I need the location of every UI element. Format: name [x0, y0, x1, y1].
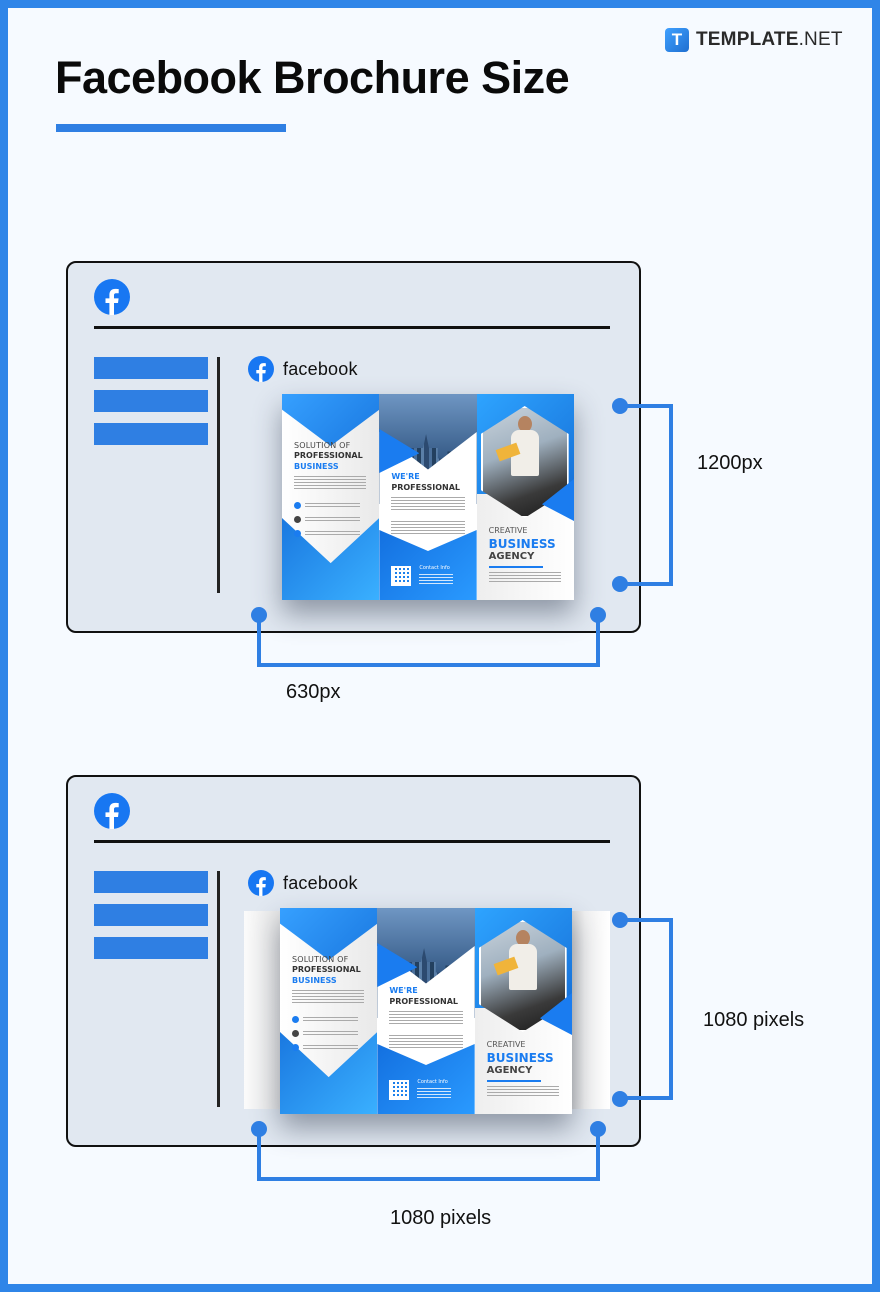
height-label: 1080 pixels: [703, 1009, 805, 1031]
brochure-text: BUSINESS: [486, 1051, 554, 1065]
brochure-text: CREATIVE: [486, 1040, 526, 1049]
facebook-icon: [94, 279, 130, 315]
brochure-text: PROFESSIONAL: [391, 483, 461, 492]
sidebar-item: [94, 423, 208, 445]
facebook-wordmark: facebook: [283, 359, 358, 379]
dimension-line: [620, 1096, 672, 1100]
brochure-text: WE'RE: [391, 472, 420, 481]
facebook-wordmark: facebook: [283, 873, 358, 893]
brochure-text: Contact Info: [419, 565, 450, 571]
brochure-panel-middle: WE'RE PROFESSIONAL Contact Info: [377, 908, 475, 1114]
brochure-preview: SOLUTION OF PROFESSIONAL BUSINESS WE'RE …: [280, 908, 572, 1114]
sidebar-item: [94, 357, 208, 379]
bullet-icon: [294, 530, 301, 537]
paper-background: [568, 911, 610, 1109]
sidebar-item: [94, 937, 208, 959]
sidebar-divider: [217, 357, 220, 593]
brochure-text: CREATIVE: [488, 526, 528, 535]
dimension-line: [669, 404, 673, 586]
bullet-icon: [292, 1044, 299, 1051]
height-label: 1200px: [697, 452, 763, 474]
dimension-line: [596, 1129, 600, 1181]
facebook-icon: [248, 870, 274, 896]
page-title: Facebook Brochure Size: [55, 52, 570, 103]
brochure-text: AGENCY: [488, 551, 535, 562]
brochure-text: SOLUTION OF: [294, 441, 351, 450]
dimension-line: [669, 918, 673, 1100]
bullet-icon: [294, 502, 301, 509]
dimension-line: [620, 404, 672, 408]
brochure-panel-left: SOLUTION OF PROFESSIONAL BUSINESS: [282, 394, 380, 600]
facebook-icon: [248, 356, 274, 382]
brochure-text: PROFESSIONAL: [294, 451, 363, 460]
header-divider: [94, 326, 610, 329]
brochure-panel-left: SOLUTION OF PROFESSIONAL BUSINESS: [280, 908, 378, 1114]
facebook-icon: [94, 793, 130, 829]
brochure-text: BUSINESS: [488, 537, 556, 551]
width-label: 630px: [286, 681, 341, 703]
facebook-mockup-2: facebook SOLUTION OF PROFESSIONAL BUSINE…: [66, 775, 641, 1147]
brochure-text: Contact Info: [417, 1079, 448, 1085]
header-divider: [94, 840, 610, 843]
sidebar-divider: [217, 871, 220, 1107]
brochure-text: SOLUTION OF: [292, 955, 349, 964]
dimension-line: [596, 615, 600, 667]
brochure-preview: SOLUTION OF PROFESSIONAL BUSINESS WE'RE …: [282, 394, 574, 600]
brochure-panel-right: CREATIVE BUSINESS AGENCY: [474, 908, 572, 1114]
brochure-panel-middle: WE'RE PROFESSIONAL Contact Info: [379, 394, 477, 600]
placeholder-text: [292, 990, 364, 1004]
dimension-line: [257, 615, 261, 667]
sidebar-item: [94, 390, 208, 412]
brand-bold: TEMPLATE: [696, 29, 799, 50]
sidebar-item: [94, 871, 208, 893]
brochure-text: PROFESSIONAL: [292, 965, 361, 974]
brochure-text: AGENCY: [486, 1065, 533, 1076]
bullet-icon: [294, 516, 301, 523]
brand-name: TEMPLATE.NET: [696, 29, 843, 51]
brochure-text: BUSINESS: [292, 976, 337, 985]
title-underline: [56, 124, 286, 132]
paper-background: [244, 911, 284, 1109]
qr-code-icon: [389, 1080, 410, 1100]
placeholder-text: [294, 476, 366, 490]
brand-logo: T TEMPLATE.NET: [665, 28, 843, 52]
brochure-text: WE'RE: [389, 986, 418, 995]
facebook-mockup-1: facebook SOLUTION OF PROFESSIONAL BUSINE…: [66, 261, 641, 633]
qr-code-icon: [391, 566, 412, 586]
bullet-icon: [292, 1030, 299, 1037]
dimension-line: [620, 582, 672, 586]
brochure-text: BUSINESS: [294, 462, 339, 471]
width-label: 1080 pixels: [390, 1207, 492, 1229]
brochure-panel-right: CREATIVE BUSINESS AGENCY: [476, 394, 574, 600]
infographic-page: Facebook Brochure Size T TEMPLATE.NET fa…: [8, 8, 872, 1284]
sidebar-item: [94, 904, 208, 926]
brochure-text: PROFESSIONAL: [389, 997, 459, 1006]
dimension-line: [257, 1129, 261, 1181]
dimension-line: [257, 1177, 600, 1181]
dimension-line: [620, 918, 672, 922]
brand-light: .NET: [798, 29, 843, 50]
template-logo-icon: T: [665, 28, 689, 52]
dimension-line: [257, 663, 600, 667]
bullet-icon: [292, 1016, 299, 1023]
